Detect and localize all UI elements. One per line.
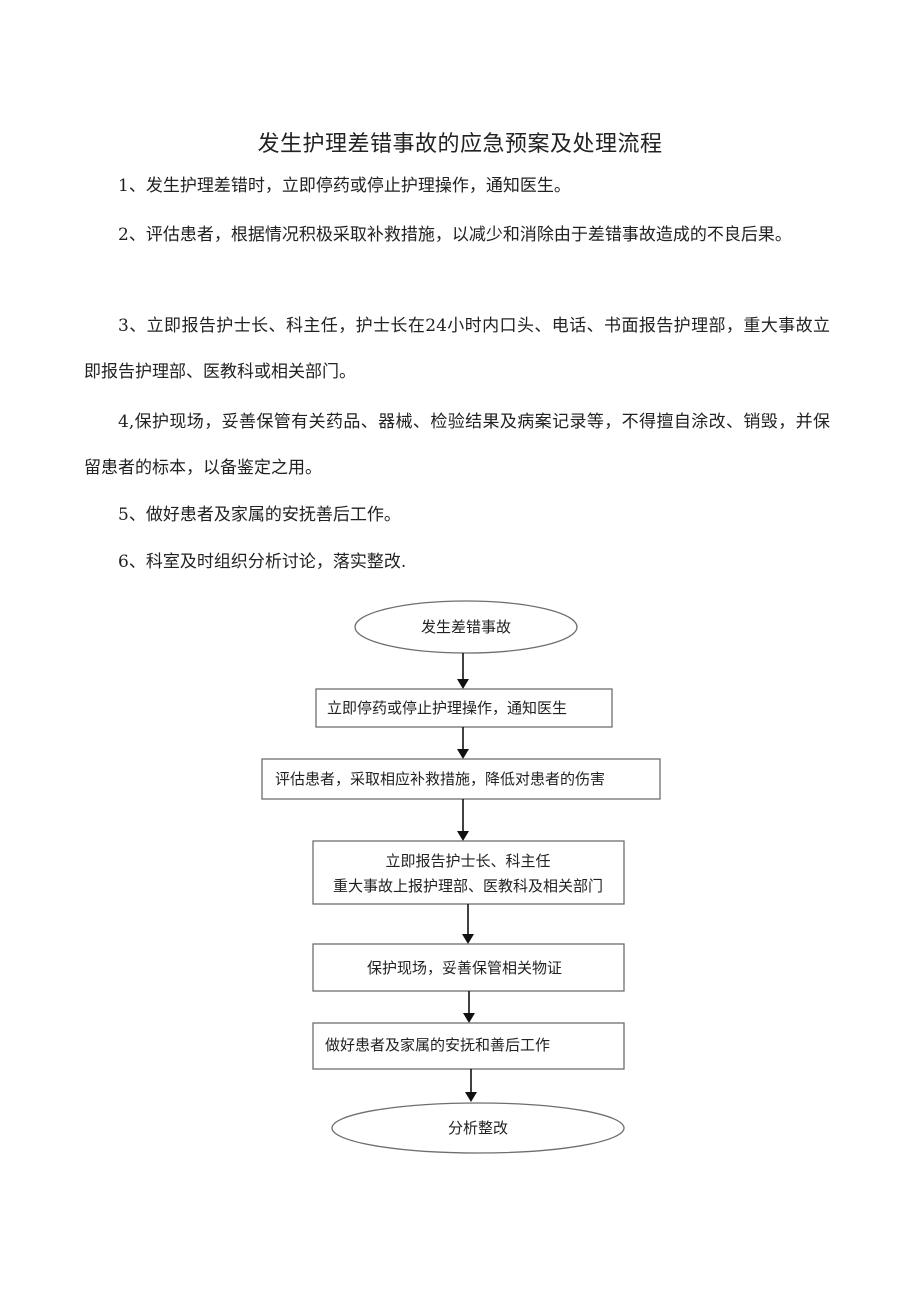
flow-start-label: 发生差错事故 (421, 618, 511, 636)
flow-step-1 (315, 688, 613, 728)
flow-step-3-label-line1: 立即报告护士长、科主任 (385, 852, 550, 870)
paragraph-1: 1、发生护理差错时，立即停药或停止护理操作，通知医生。 (118, 176, 571, 196)
flow-step-3-label-line2: 重大事故上报护理部、医教科及相关部门 (333, 877, 603, 895)
document-title: 发生护理差错事故的应急预案及处理流程 (257, 132, 663, 157)
flow-end-node (331, 1102, 625, 1154)
paragraph-2: 2、评估患者，根据情况积极采取补救措施，以减少和消除由于差错事故造成的不良后果。 (118, 225, 792, 245)
flow-arrowhead-5 (463, 1013, 475, 1023)
flow-step-2-label: 评估患者，采取相应补救措施，降低对患者的伤害 (275, 770, 605, 788)
paragraph-4: 4,保护现场，妥善保管有关药品、器械、检验结果及病案记录等，不得擅自涂改、销毁，… (84, 412, 830, 478)
flow-start-node (354, 600, 578, 654)
flow-step-2 (261, 758, 661, 800)
flow-arrowhead-2 (457, 749, 469, 759)
flow-arrowhead-3 (457, 831, 469, 841)
flow-step-4-label: 保护现场，妥善保管相关物证 (367, 959, 562, 977)
flow-step-4 (312, 943, 625, 992)
flow-step-1-label: 立即停药或停止护理操作，通知医生 (327, 699, 567, 717)
paragraph-5: 5、做好患者及家属的安抚善后工作。 (118, 505, 401, 525)
flow-arrowhead-4 (462, 934, 474, 944)
paragraph-6: 6、科室及时组织分析讨论，落实整改. (118, 552, 407, 572)
flow-arrowhead-6 (465, 1092, 477, 1102)
flow-step-3 (312, 840, 625, 905)
flow-step-5 (312, 1022, 625, 1070)
paragraph-3: 3、立即报告护士长、科主任，护士长在24小时内口头、电话、书面报告护理部，重大事… (84, 316, 830, 382)
flow-arrowhead-1 (457, 679, 469, 689)
flow-step-5-label: 做好患者及家属的安抚和善后工作 (325, 1036, 550, 1054)
flow-end-label: 分析整改 (448, 1119, 508, 1137)
